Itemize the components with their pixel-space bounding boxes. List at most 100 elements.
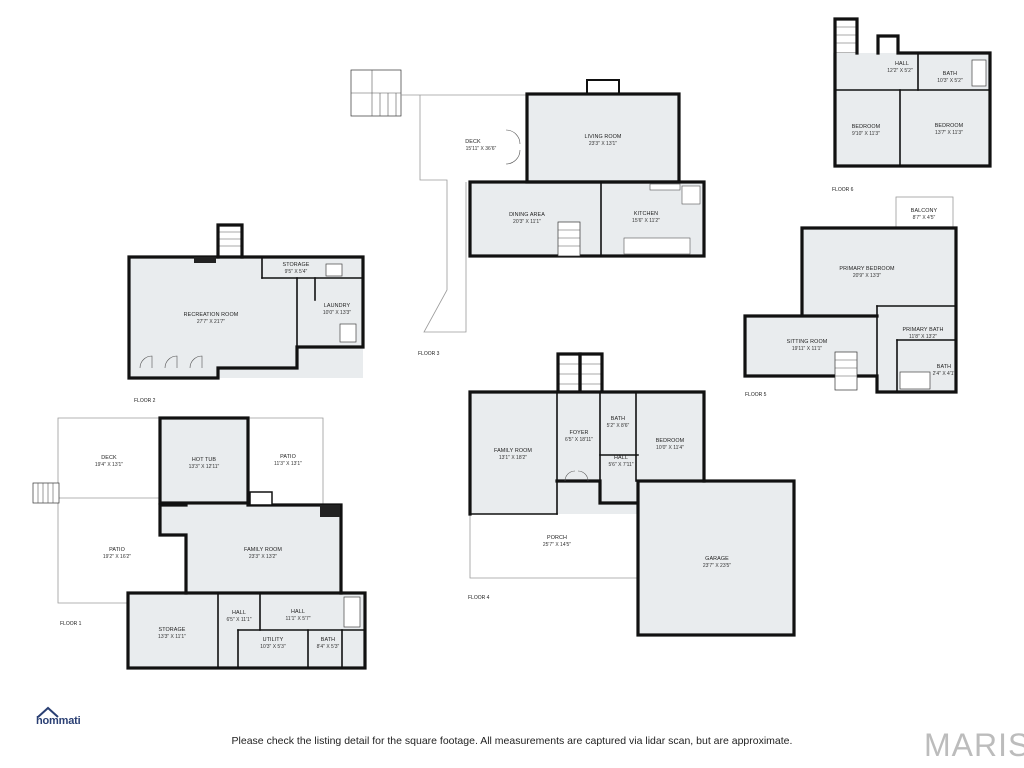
- floor-5-stairs: [834, 351, 858, 391]
- room-name: LAUNDRY: [324, 303, 351, 309]
- logo-text: hommati: [36, 715, 81, 727]
- deck-outline: [419, 95, 467, 333]
- room-dimension: 5'2" X 8'6": [607, 423, 630, 429]
- room-dimension: 15'11" X 36'6": [466, 146, 497, 152]
- deck-outline: [57, 417, 160, 604]
- room-name: FOYER: [569, 430, 588, 436]
- room-name: PRIMARY BATH: [902, 327, 943, 333]
- room-dimension: 2'4" X 4'1": [933, 371, 956, 377]
- room-name: HALL: [614, 455, 628, 461]
- patio-outline: [248, 417, 324, 505]
- garage: [638, 481, 794, 635]
- floor-1-plan: DECK 19'4" X 13'1" HOT TUB 13'3" X 12'11…: [32, 416, 367, 670]
- floor-5-plan: BALCONY 8'7" X 4'5" PRIMARY BEDROOM 20'9…: [743, 196, 958, 398]
- room-name: PATIO: [280, 454, 296, 460]
- hot-tub-walls: [158, 416, 250, 505]
- room-name: STORAGE: [283, 262, 310, 268]
- stove: [681, 185, 701, 205]
- room-dimension: 20'3" X 11'1": [513, 219, 541, 225]
- floor-label: FLOOR 4: [468, 595, 490, 601]
- garage-walls: [636, 479, 796, 637]
- room-name: HOT TUB: [192, 457, 216, 463]
- tub: [899, 371, 931, 390]
- room-dimension: 8'7" X 4'5": [913, 215, 936, 221]
- interior-stairs: [557, 221, 581, 257]
- floor-6-rooms: [833, 53, 990, 166]
- room-name: BEDROOM: [852, 124, 881, 130]
- floor-2-plan: RECREATION ROOM 27'7" X 21'7" STORAGE 9'…: [127, 223, 365, 404]
- floor-label: FLOOR 5: [745, 392, 767, 398]
- room-dimension: 19'11" X 11'1": [792, 346, 823, 352]
- room-dimension: 10'0" X 11'4": [656, 445, 684, 451]
- room-dimension: 20'9" X 13'3": [853, 273, 881, 279]
- room-name: BATH: [611, 416, 625, 422]
- room-name: LIVING ROOM: [584, 134, 621, 140]
- floor-plan-diagram: DECK 19'4" X 13'1" HOT TUB 13'3" X 12'11…: [32, 17, 992, 670]
- room-dimension: 10'3" X 5'3": [260, 644, 286, 650]
- room-name: BEDROOM: [656, 438, 685, 444]
- room-name: KITCHEN: [634, 211, 658, 217]
- tub: [971, 59, 987, 87]
- room-dimension: 11'3" X 13'1": [274, 461, 302, 467]
- closet: [160, 505, 186, 535]
- recreation-room: [129, 257, 363, 378]
- room-dimension: 6'5" X 18'11": [565, 437, 593, 443]
- room-name: HALL: [895, 61, 909, 67]
- room-dimension: 23'7" X 23'5": [703, 563, 731, 569]
- closet-walls: [158, 503, 188, 595]
- counter: [649, 183, 681, 191]
- floor-3-plan: DECK 15'11" X 36'6" LIVING ROOM 23'3" X …: [350, 69, 706, 357]
- living-room: [527, 94, 679, 182]
- column: [194, 257, 216, 263]
- room-name: BATH: [937, 364, 951, 370]
- floor-label: FLOOR 1: [60, 621, 82, 627]
- floor-6-stairs: [834, 18, 858, 54]
- counter: [623, 237, 691, 255]
- room-name: HALL: [232, 610, 246, 616]
- hot-tub-room: [160, 418, 248, 503]
- room-name: SITTING ROOM: [787, 339, 828, 345]
- room-dimension: 11'1" X 5'7": [285, 616, 310, 622]
- room-dimension: 10'3" X 5'2": [937, 78, 963, 84]
- floor-label: FLOOR 2: [134, 398, 156, 404]
- dining-kitchen-walls: [468, 180, 706, 258]
- room-name: PATIO: [109, 547, 125, 553]
- floor-6-plan: HALL 12'2" X 5'2" BATH 10'3" X 5'2" BEDR…: [832, 17, 992, 193]
- room-name: HALL: [291, 609, 305, 615]
- family-room-1: [186, 505, 341, 593]
- room-name: PRIMARY BEDROOM: [839, 266, 895, 272]
- room-name: DECK: [101, 455, 117, 461]
- room-dimension: 6'5" X 11'1": [226, 617, 251, 623]
- fireplace: [586, 79, 620, 95]
- room-dimension: 13'3" X 12'11": [189, 464, 220, 470]
- floor-4-plan: FAMILY ROOM 13'1" X 18'2" FOYER 6'5" X 1…: [468, 352, 796, 637]
- room-dimension: 13'1" X 18'2": [499, 455, 527, 461]
- room-name: STORAGE: [159, 627, 186, 633]
- primary-bedroom: [802, 228, 956, 316]
- room-name: BALCONY: [911, 208, 938, 214]
- fireplace: [249, 491, 273, 506]
- room-dimension: 13'3" X 11'1": [158, 634, 186, 640]
- floor-1-stairs: [32, 482, 60, 504]
- room-name: BEDROOM: [935, 123, 964, 129]
- floor-label: FLOOR 3: [418, 351, 440, 357]
- room-dimension: 8'4" X 5'3": [317, 644, 340, 650]
- room-name: PORCH: [547, 535, 567, 541]
- porch-outline: [469, 514, 638, 579]
- tub: [343, 596, 361, 628]
- room-name: DINING AREA: [509, 212, 545, 218]
- room-name: FAMILY ROOM: [244, 547, 282, 553]
- room-name: RECREATION ROOM: [184, 312, 239, 318]
- room-dimension: 23'3" X 13'1": [589, 141, 617, 147]
- washer: [325, 263, 343, 277]
- room-name: DECK: [465, 139, 481, 145]
- room-dimension: 25'7" X 14'5": [543, 542, 571, 548]
- room-dimension: 9'10" X 11'3": [852, 131, 880, 137]
- room-dimension: 15'6" X 11'2": [632, 218, 660, 224]
- disclaimer-text: Please check the listing detail for the …: [231, 735, 793, 747]
- room-dimension: 13'7" X 11'3": [935, 130, 963, 136]
- room-dimension: 19'4" X 13'1": [95, 462, 123, 468]
- stair-walls: [216, 223, 244, 259]
- floor-6-walls: [833, 17, 992, 168]
- maris-watermark: MARIS: [924, 727, 1024, 763]
